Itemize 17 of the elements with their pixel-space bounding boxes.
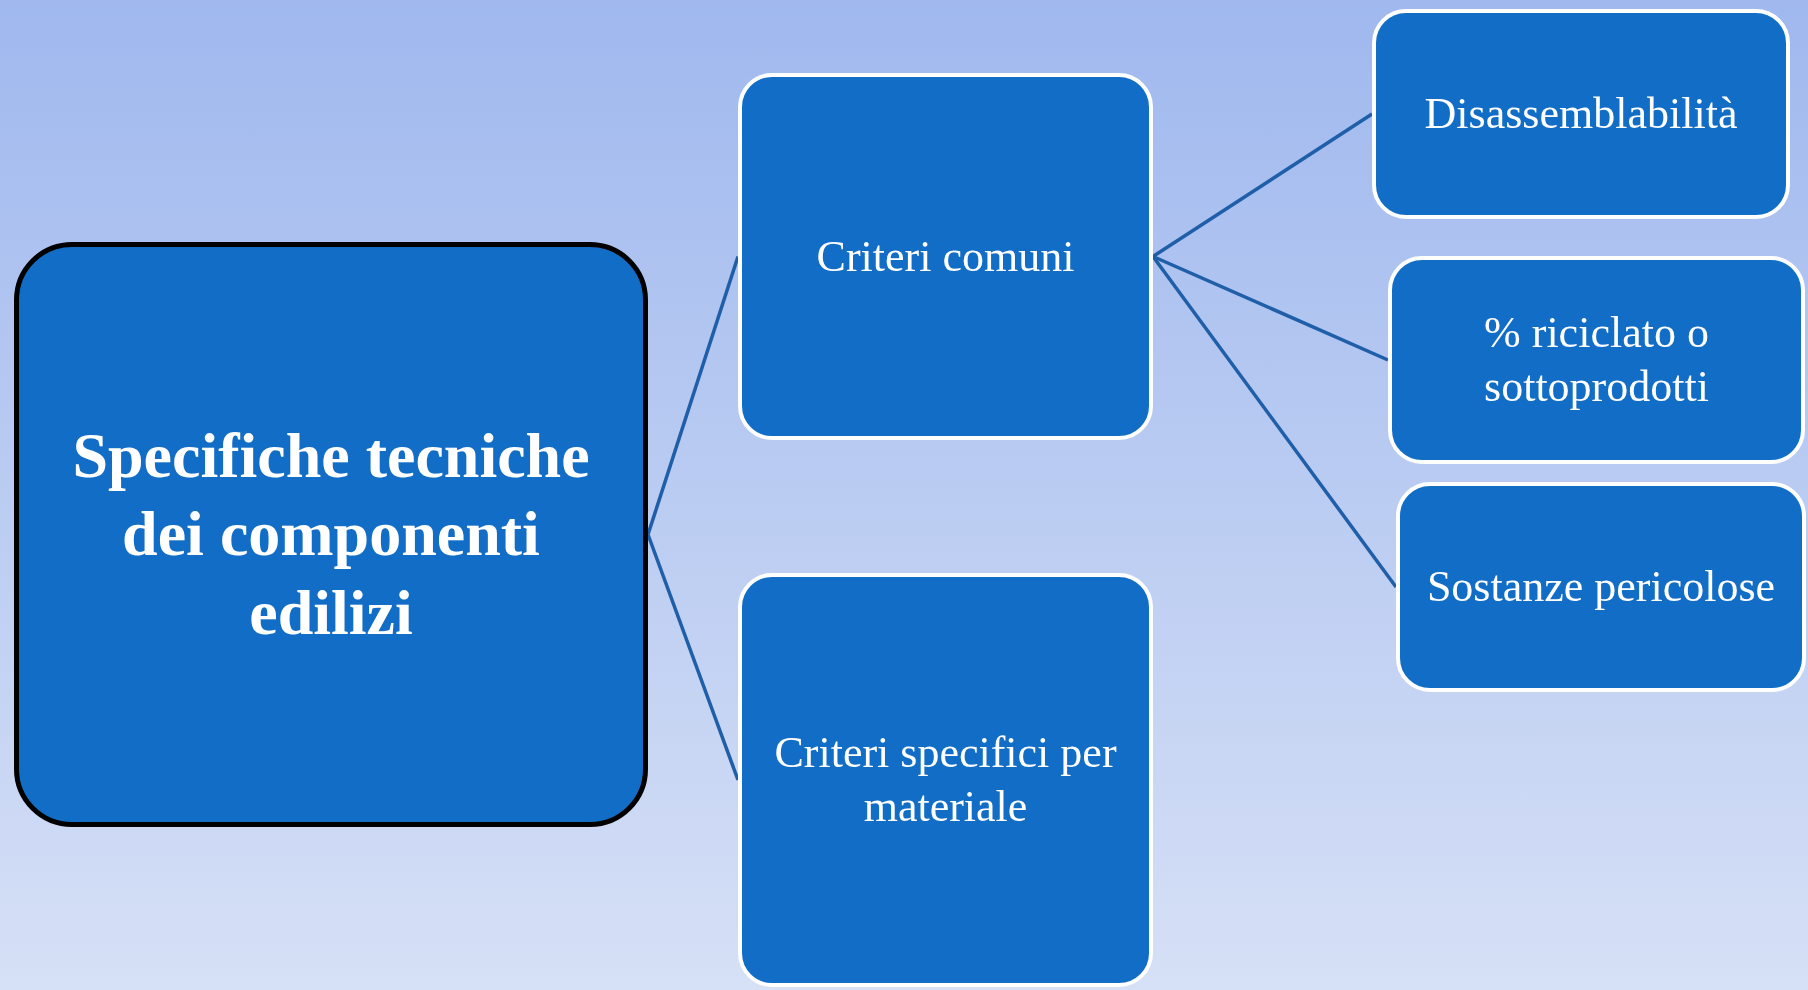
box-text: Criteri specifici per materiale (773, 727, 1118, 833)
topic-box (738, 73, 1153, 440)
connector-line (1152, 112, 1373, 258)
topic-box (1396, 482, 1806, 692)
topic-box (1372, 9, 1790, 219)
topic-box (738, 573, 1153, 987)
box-text: Criteri comuni (816, 230, 1075, 283)
box-text: Sostanze pericolose (1426, 561, 1776, 614)
box-text: % riciclato o sottoprodotti (1483, 307, 1710, 413)
connector-line (1152, 254, 1389, 362)
connector-line (1151, 255, 1398, 589)
topic-box (1388, 256, 1805, 464)
connector-line (646, 533, 740, 781)
box-text: Disassemblabilità (1424, 88, 1738, 141)
main-topic-box (14, 242, 648, 827)
connector-line (646, 255, 740, 536)
box-text: Specifiche tecniche dei componenti edilizi (71, 419, 591, 650)
